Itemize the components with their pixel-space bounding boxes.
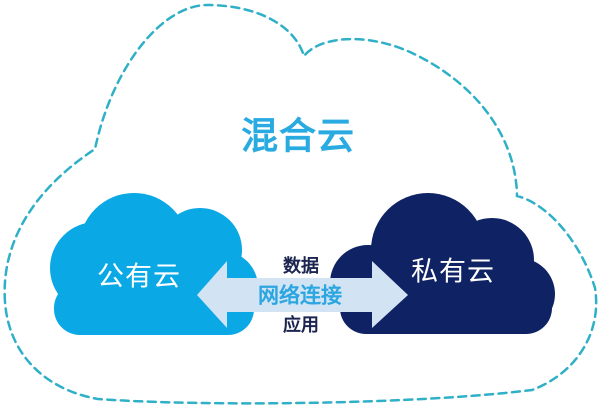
hybrid-cloud-outline-shape bbox=[3, 3, 598, 405]
data-label: 数据 bbox=[283, 256, 319, 276]
network-connection-label: 网络连接 bbox=[258, 284, 342, 308]
public-cloud-label: 公有云 bbox=[97, 261, 181, 292]
diagram-title: 混合云 bbox=[241, 115, 355, 157]
private-cloud-label: 私有云 bbox=[411, 256, 495, 287]
private-cloud-shape bbox=[330, 193, 555, 334]
connection-arrow-shape bbox=[197, 261, 408, 328]
application-label: 应用 bbox=[283, 315, 319, 335]
